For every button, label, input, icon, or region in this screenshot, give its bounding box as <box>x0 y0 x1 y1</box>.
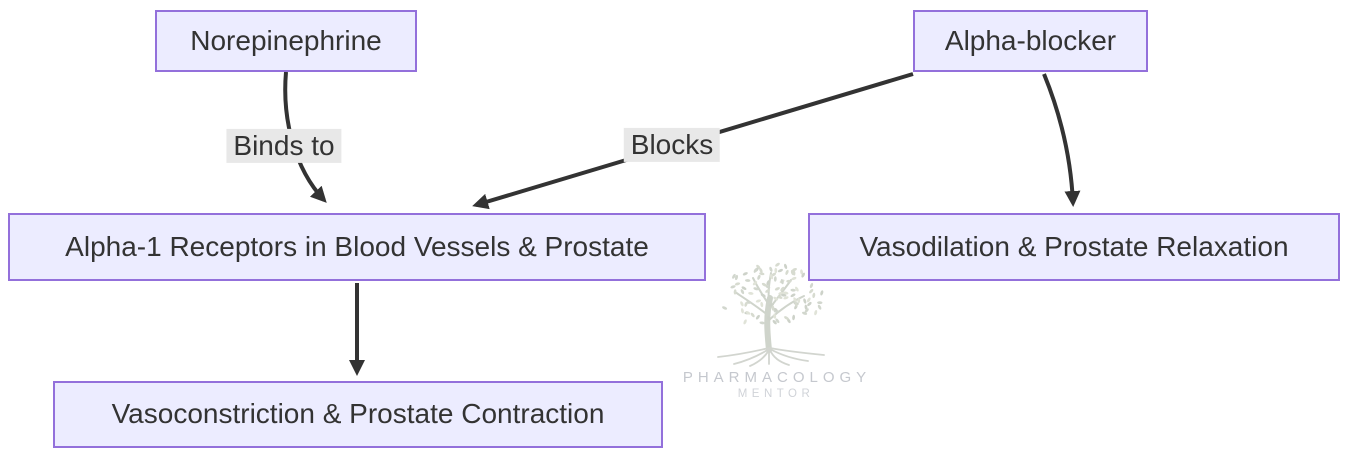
watermark-tree-icon <box>717 262 825 367</box>
watermark-brand-subtitle: MENTOR <box>737 388 815 400</box>
arrow-alpha-blocker-to-vasodilation <box>1042 73 1081 207</box>
node-norepinephrine: Norepinephrine <box>155 10 417 72</box>
edge-label-blocks: Blocks <box>623 127 721 163</box>
watermark-brand-name: PHARMACOLOGY <box>682 369 872 386</box>
edge-label-binds-to: Binds to <box>226 128 342 164</box>
node-vasodilation: Vasodilation & Prostate Relaxation <box>808 213 1340 281</box>
node-alpha1-receptors: Alpha-1 Receptors in Blood Vessels & Pro… <box>8 213 706 281</box>
node-vasoconstriction: Vasoconstriction & Prostate Contraction <box>53 381 663 448</box>
node-alpha-blocker: Alpha-blocker <box>913 10 1148 72</box>
